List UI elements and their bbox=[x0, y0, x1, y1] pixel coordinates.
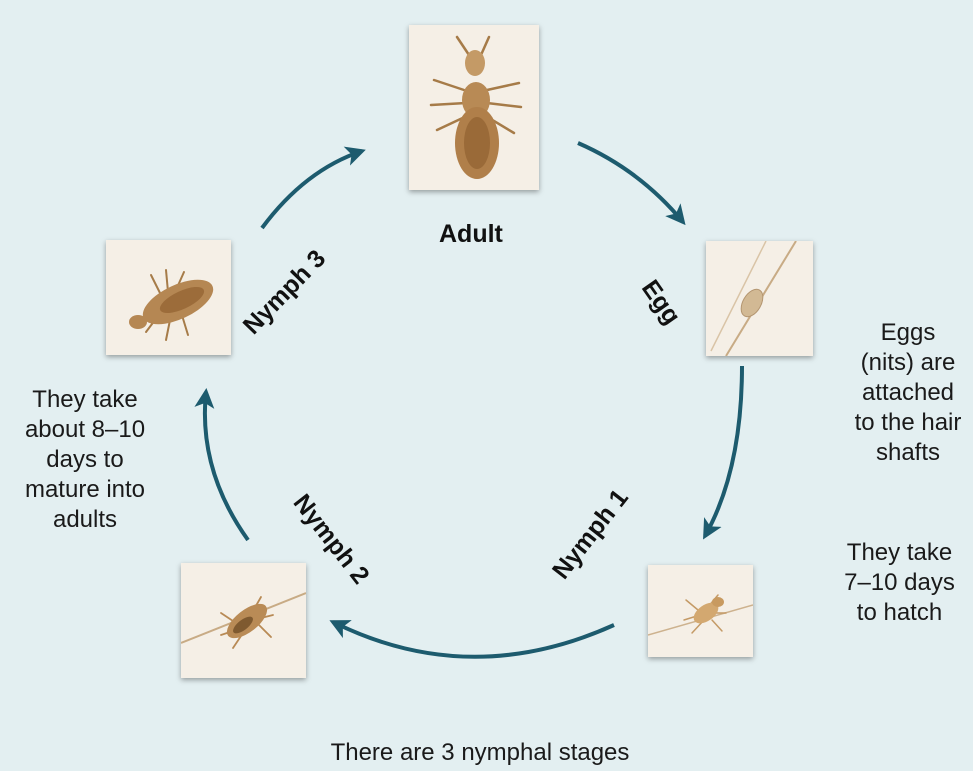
note-line: mature into bbox=[0, 475, 170, 505]
note-line: to hatch bbox=[826, 598, 973, 628]
note-line: shafts bbox=[843, 438, 973, 468]
note-eggs-attached: Eggs (nits) are attached to the hair sha… bbox=[843, 318, 973, 468]
nymph3-photo bbox=[106, 240, 231, 355]
note-line: adults bbox=[0, 505, 170, 535]
arrow-nymph1-to-nymph2 bbox=[333, 622, 614, 657]
nymph2-photo bbox=[181, 563, 306, 678]
note-line: Eggs bbox=[843, 318, 973, 348]
adult-louse-icon bbox=[409, 25, 539, 190]
note-line: 7–10 days bbox=[826, 568, 973, 598]
note-line: They take bbox=[0, 385, 170, 415]
note-hatch-time: They take 7–10 days to hatch bbox=[826, 538, 973, 628]
arrow-nymph3-to-adult bbox=[262, 151, 362, 228]
arrow-nymph2-to-nymph3 bbox=[205, 392, 248, 540]
large-nymph-louse-icon bbox=[106, 240, 231, 355]
note-line: to the hair bbox=[843, 408, 973, 438]
nit-on-hair-icon bbox=[706, 241, 813, 356]
adult-photo bbox=[409, 25, 539, 190]
egg-photo bbox=[706, 241, 813, 356]
arrow-egg-to-nymph1 bbox=[705, 366, 742, 536]
nymph-louse-on-hair-icon bbox=[181, 563, 306, 678]
note-mature-time: They take about 8–10 days to mature into… bbox=[0, 385, 170, 535]
label-adult: Adult bbox=[439, 220, 503, 249]
arrow-adult-to-egg bbox=[578, 143, 683, 222]
note-line: attached bbox=[843, 378, 973, 408]
nymph-louse-icon bbox=[648, 565, 753, 657]
note-line: about 8–10 bbox=[0, 415, 170, 445]
nymph1-photo bbox=[648, 565, 753, 657]
note-line: They take bbox=[826, 538, 973, 568]
note-line: days to bbox=[0, 445, 170, 475]
note-line: (nits) are bbox=[843, 348, 973, 378]
note-nymphal-stages: There are 3 nymphal stages bbox=[250, 738, 710, 768]
